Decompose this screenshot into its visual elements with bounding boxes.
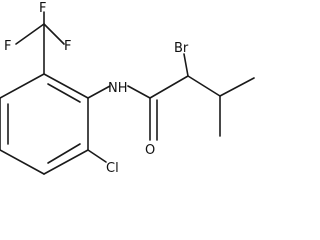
atom-nh: NH	[108, 81, 128, 96]
atom-o: O	[145, 143, 155, 158]
bond-chbr-ch	[187, 75, 221, 97]
bond-c-f-right	[43, 23, 65, 45]
ring-double-bond-a	[47, 83, 81, 103]
bond-c-br	[183, 53, 189, 77]
bond-ch-methyl-top	[219, 77, 255, 97]
ring-bond-6	[0, 73, 45, 99]
bond-ring-nh	[87, 85, 111, 99]
ring-bond-3	[43, 149, 89, 175]
atom-cl: Cl	[106, 161, 119, 176]
bond-nh-carbonyl	[127, 85, 151, 99]
bond-c-f-left	[15, 23, 45, 45]
ring-bond-1	[43, 73, 89, 99]
atom-f-left: F	[4, 39, 11, 54]
ring-double-bond-b	[47, 143, 81, 164]
atom-f-right: F	[64, 39, 71, 54]
atom-f-top: F	[39, 1, 46, 16]
structure-canvas: F F F NH Br O Cl	[0, 1, 255, 176]
chemical-structure: F F F NH Br O Cl	[0, 1, 255, 176]
bond-carbonyl-chbr	[149, 75, 189, 99]
atom-br: Br	[174, 41, 189, 56]
bond-ring-cl	[87, 149, 107, 163]
ring-bond-4	[0, 149, 45, 175]
